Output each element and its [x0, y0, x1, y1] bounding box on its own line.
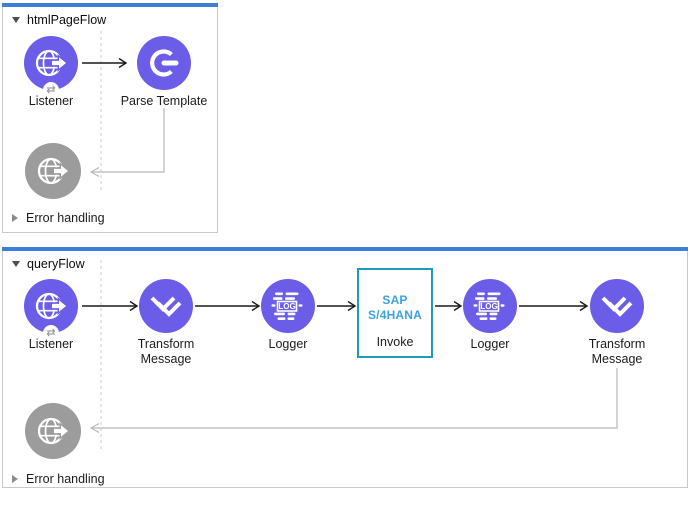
error-source-node[interactable] — [25, 143, 81, 199]
node-label-logger: Logger — [470, 337, 510, 351]
transform-message-node[interactable] — [590, 279, 644, 333]
flow-title: htmlPageFlow — [27, 13, 107, 27]
message-flow-arrows — [82, 300, 589, 312]
flow2-connectors — [82, 260, 618, 451]
error-source-node[interactable] — [25, 403, 81, 459]
message-flow-arrow — [82, 57, 128, 69]
parse-template-node[interactable] — [137, 36, 191, 90]
error-handling-label: Error handling — [26, 211, 105, 225]
flow1-connectors — [82, 31, 165, 191]
http-listener-node[interactable]: ⇄ — [24, 279, 78, 341]
error-handling-section[interactable]: Error handling — [12, 472, 105, 486]
node-label-logger: Logger — [268, 337, 308, 351]
exchange-badge-icon: ⇄ — [43, 82, 59, 98]
globe-arrow-icon — [37, 417, 70, 445]
error-path-connector — [89, 368, 618, 434]
node-label-transform-message: Transform Message — [137, 337, 195, 367]
globe-arrow-icon — [37, 157, 70, 185]
svg-text:LOG: LOG — [278, 302, 295, 311]
flow-header-queryflow[interactable]: queryFlow — [12, 257, 85, 271]
sap-s4hana-invoke-node[interactable]: SAP S/4HANA Invoke — [357, 268, 433, 358]
collapse-triangle-icon[interactable] — [12, 17, 20, 23]
flow-container-queryflow[interactable]: queryFlow ⇄ Listene — [2, 247, 688, 488]
expand-triangle-icon[interactable] — [12, 214, 18, 222]
parse-template-icon — [150, 49, 179, 77]
node-label-transform-message: Transform Message — [588, 337, 646, 367]
logger-icon: LOG — [473, 292, 505, 320]
node-label-listener: Listener — [28, 94, 74, 108]
error-path-connector — [89, 108, 165, 178]
expand-triangle-icon[interactable] — [12, 475, 18, 483]
logger-node[interactable]: LOG — [261, 279, 315, 333]
flow-selected-bar — [2, 3, 218, 7]
flow-selected-bar — [2, 247, 688, 251]
error-handling-section[interactable]: Error handling — [12, 211, 105, 225]
sap-operation-label: Invoke — [376, 335, 414, 349]
error-handling-label: Error handling — [26, 472, 105, 486]
node-label-listener: Listener — [28, 337, 74, 351]
flow-title: queryFlow — [27, 257, 85, 271]
flow-header-htmlpageflow[interactable]: htmlPageFlow — [12, 13, 106, 27]
sap-title-line1: SAP — [382, 293, 408, 307]
svg-text:LOG: LOG — [480, 302, 497, 311]
sap-title-line2: S/4HANA — [367, 308, 423, 322]
logger-node[interactable]: LOG — [463, 279, 517, 333]
http-listener-node[interactable]: ⇄ — [24, 36, 78, 98]
dataweave-icon — [150, 296, 182, 317]
node-label-parse-template: Parse Template — [120, 94, 208, 108]
flow-container-htmlpageflow[interactable]: htmlPageFlow ⇄ Listener — [2, 3, 218, 233]
transform-message-node[interactable] — [139, 279, 193, 333]
exchange-badge-icon: ⇄ — [43, 325, 59, 341]
collapse-triangle-icon[interactable] — [12, 261, 20, 267]
logger-icon: LOG — [271, 292, 303, 320]
dataweave-icon — [601, 296, 633, 317]
